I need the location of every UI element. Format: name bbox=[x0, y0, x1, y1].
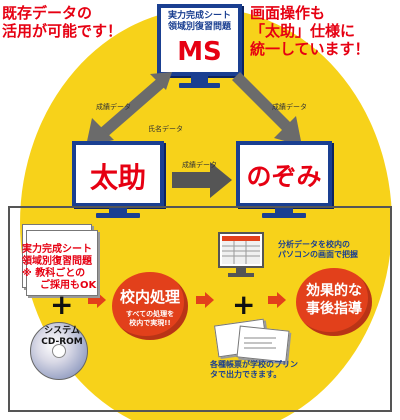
process-sub-line1: すべての処理を bbox=[125, 310, 175, 318]
tasuke-monitor-screen bbox=[72, 141, 164, 207]
right-diag-label: 成績データ bbox=[272, 103, 307, 111]
heading-right-line3: 統一しています！ bbox=[250, 40, 370, 58]
nozomi-monitor-screen bbox=[236, 141, 332, 207]
cd-rom-line1: システム bbox=[44, 326, 80, 336]
plus-icon-right: + bbox=[232, 288, 256, 321]
ms-monitor: 実力完成シート 領域別復習問題 MS bbox=[157, 4, 242, 92]
sheet-text: 実力完成シート 領域別復習問題 ※ 教科ごとの ご採用もOK bbox=[22, 244, 96, 292]
analysis-pc bbox=[218, 232, 264, 278]
analysis-caption-line1: 分析データを校内の bbox=[278, 240, 350, 249]
right-diagonal-arrow bbox=[232, 72, 302, 146]
sheet-front bbox=[26, 230, 98, 296]
horizontal-label: 成績データ bbox=[182, 161, 217, 169]
print-caption-line2: タで出力できます。 bbox=[210, 370, 282, 379]
heading-right-line2: 「太助」仕様に bbox=[250, 22, 356, 40]
print-caption-line1: 各種帳票が学校のプリン bbox=[210, 360, 298, 369]
sheet-line1: 実力完成シート bbox=[22, 244, 92, 255]
process-arrow-3 bbox=[268, 292, 286, 308]
analysis-pc-stand bbox=[236, 268, 246, 273]
analysis-table-icon bbox=[222, 236, 260, 264]
tasuke-label: 太助 bbox=[89, 161, 146, 194]
heading-left-line2: 活用が可能です！ bbox=[2, 22, 123, 40]
school-process-circle: 校内処理 すべての処理を 校内で実現!! bbox=[112, 272, 188, 340]
print-caption: 各種帳票が学校のプリン タで出力できます。 bbox=[210, 360, 298, 380]
result-circle: 効果的な 事後指導 bbox=[296, 268, 372, 336]
heading-right-line1: 画面操作も bbox=[250, 4, 326, 22]
process-title: 校内処理 bbox=[119, 288, 180, 306]
ms-subtitle-line2: 領域別復習問題 bbox=[167, 22, 231, 32]
school-process-frame bbox=[8, 206, 392, 412]
ms-subtitle-line1: 実力完成シート bbox=[167, 11, 231, 21]
ms-monitor-stand bbox=[191, 76, 208, 83]
cd-rom-line2: CD-ROM bbox=[41, 337, 83, 347]
report-content-icon bbox=[244, 337, 276, 349]
result-line1: 効果的な bbox=[306, 283, 362, 299]
ms-monitor-screen bbox=[157, 4, 242, 76]
result-text: 効果的な 事後指導 bbox=[296, 282, 372, 318]
ms-label: MS bbox=[177, 37, 222, 67]
process-subtitle: すべての処理を 校内で実現!! bbox=[112, 310, 188, 328]
heading-left: 既存データの 活用が可能です！ bbox=[2, 4, 122, 40]
nozomi-monitor: のぞみ bbox=[236, 141, 332, 223]
process-arrow-2 bbox=[196, 292, 214, 308]
horizontal-arrow bbox=[172, 162, 232, 198]
sheet-line3: ※ 教科ごとの bbox=[22, 268, 86, 279]
analysis-pc-base bbox=[228, 273, 254, 277]
ms-subtitle: 実力完成シート 領域別復習問題 bbox=[157, 11, 242, 33]
process-sub-line2: 校内で実現!! bbox=[129, 319, 171, 327]
name-data-label: 氏名データ bbox=[148, 125, 183, 133]
tasuke-monitor: 太助 bbox=[72, 141, 164, 223]
cd-rom-label: システム CD-ROM bbox=[32, 326, 92, 348]
tasuke-monitor-base bbox=[96, 213, 140, 218]
tasuke-monitor-stand bbox=[109, 207, 127, 213]
result-line2: 事後指導 bbox=[306, 301, 362, 317]
analysis-caption: 分析データを校内の パソコンの画面で把握 bbox=[278, 240, 358, 260]
left-diagonal-arrow bbox=[86, 72, 172, 146]
nozomi-monitor-stand bbox=[275, 207, 293, 213]
analysis-caption-line2: パソコンの画面で把握 bbox=[278, 250, 358, 259]
plus-icon-left: + bbox=[50, 288, 74, 321]
heading-left-line1: 既存データの bbox=[2, 4, 93, 22]
heading-right: 画面操作も 「太助」仕様に 統一しています！ bbox=[250, 4, 370, 58]
sheet-line4: ご採用もOK bbox=[40, 280, 97, 291]
nozomi-monitor-base bbox=[262, 213, 306, 218]
nozomi-label: のぞみ bbox=[246, 162, 322, 191]
process-arrow-1 bbox=[88, 292, 106, 308]
cd-rom-hole bbox=[52, 344, 66, 358]
ms-monitor-base bbox=[179, 83, 220, 88]
left-diag-label: 成績データ bbox=[96, 103, 131, 111]
sheet-line2: 領域別復習問題 bbox=[22, 256, 92, 267]
